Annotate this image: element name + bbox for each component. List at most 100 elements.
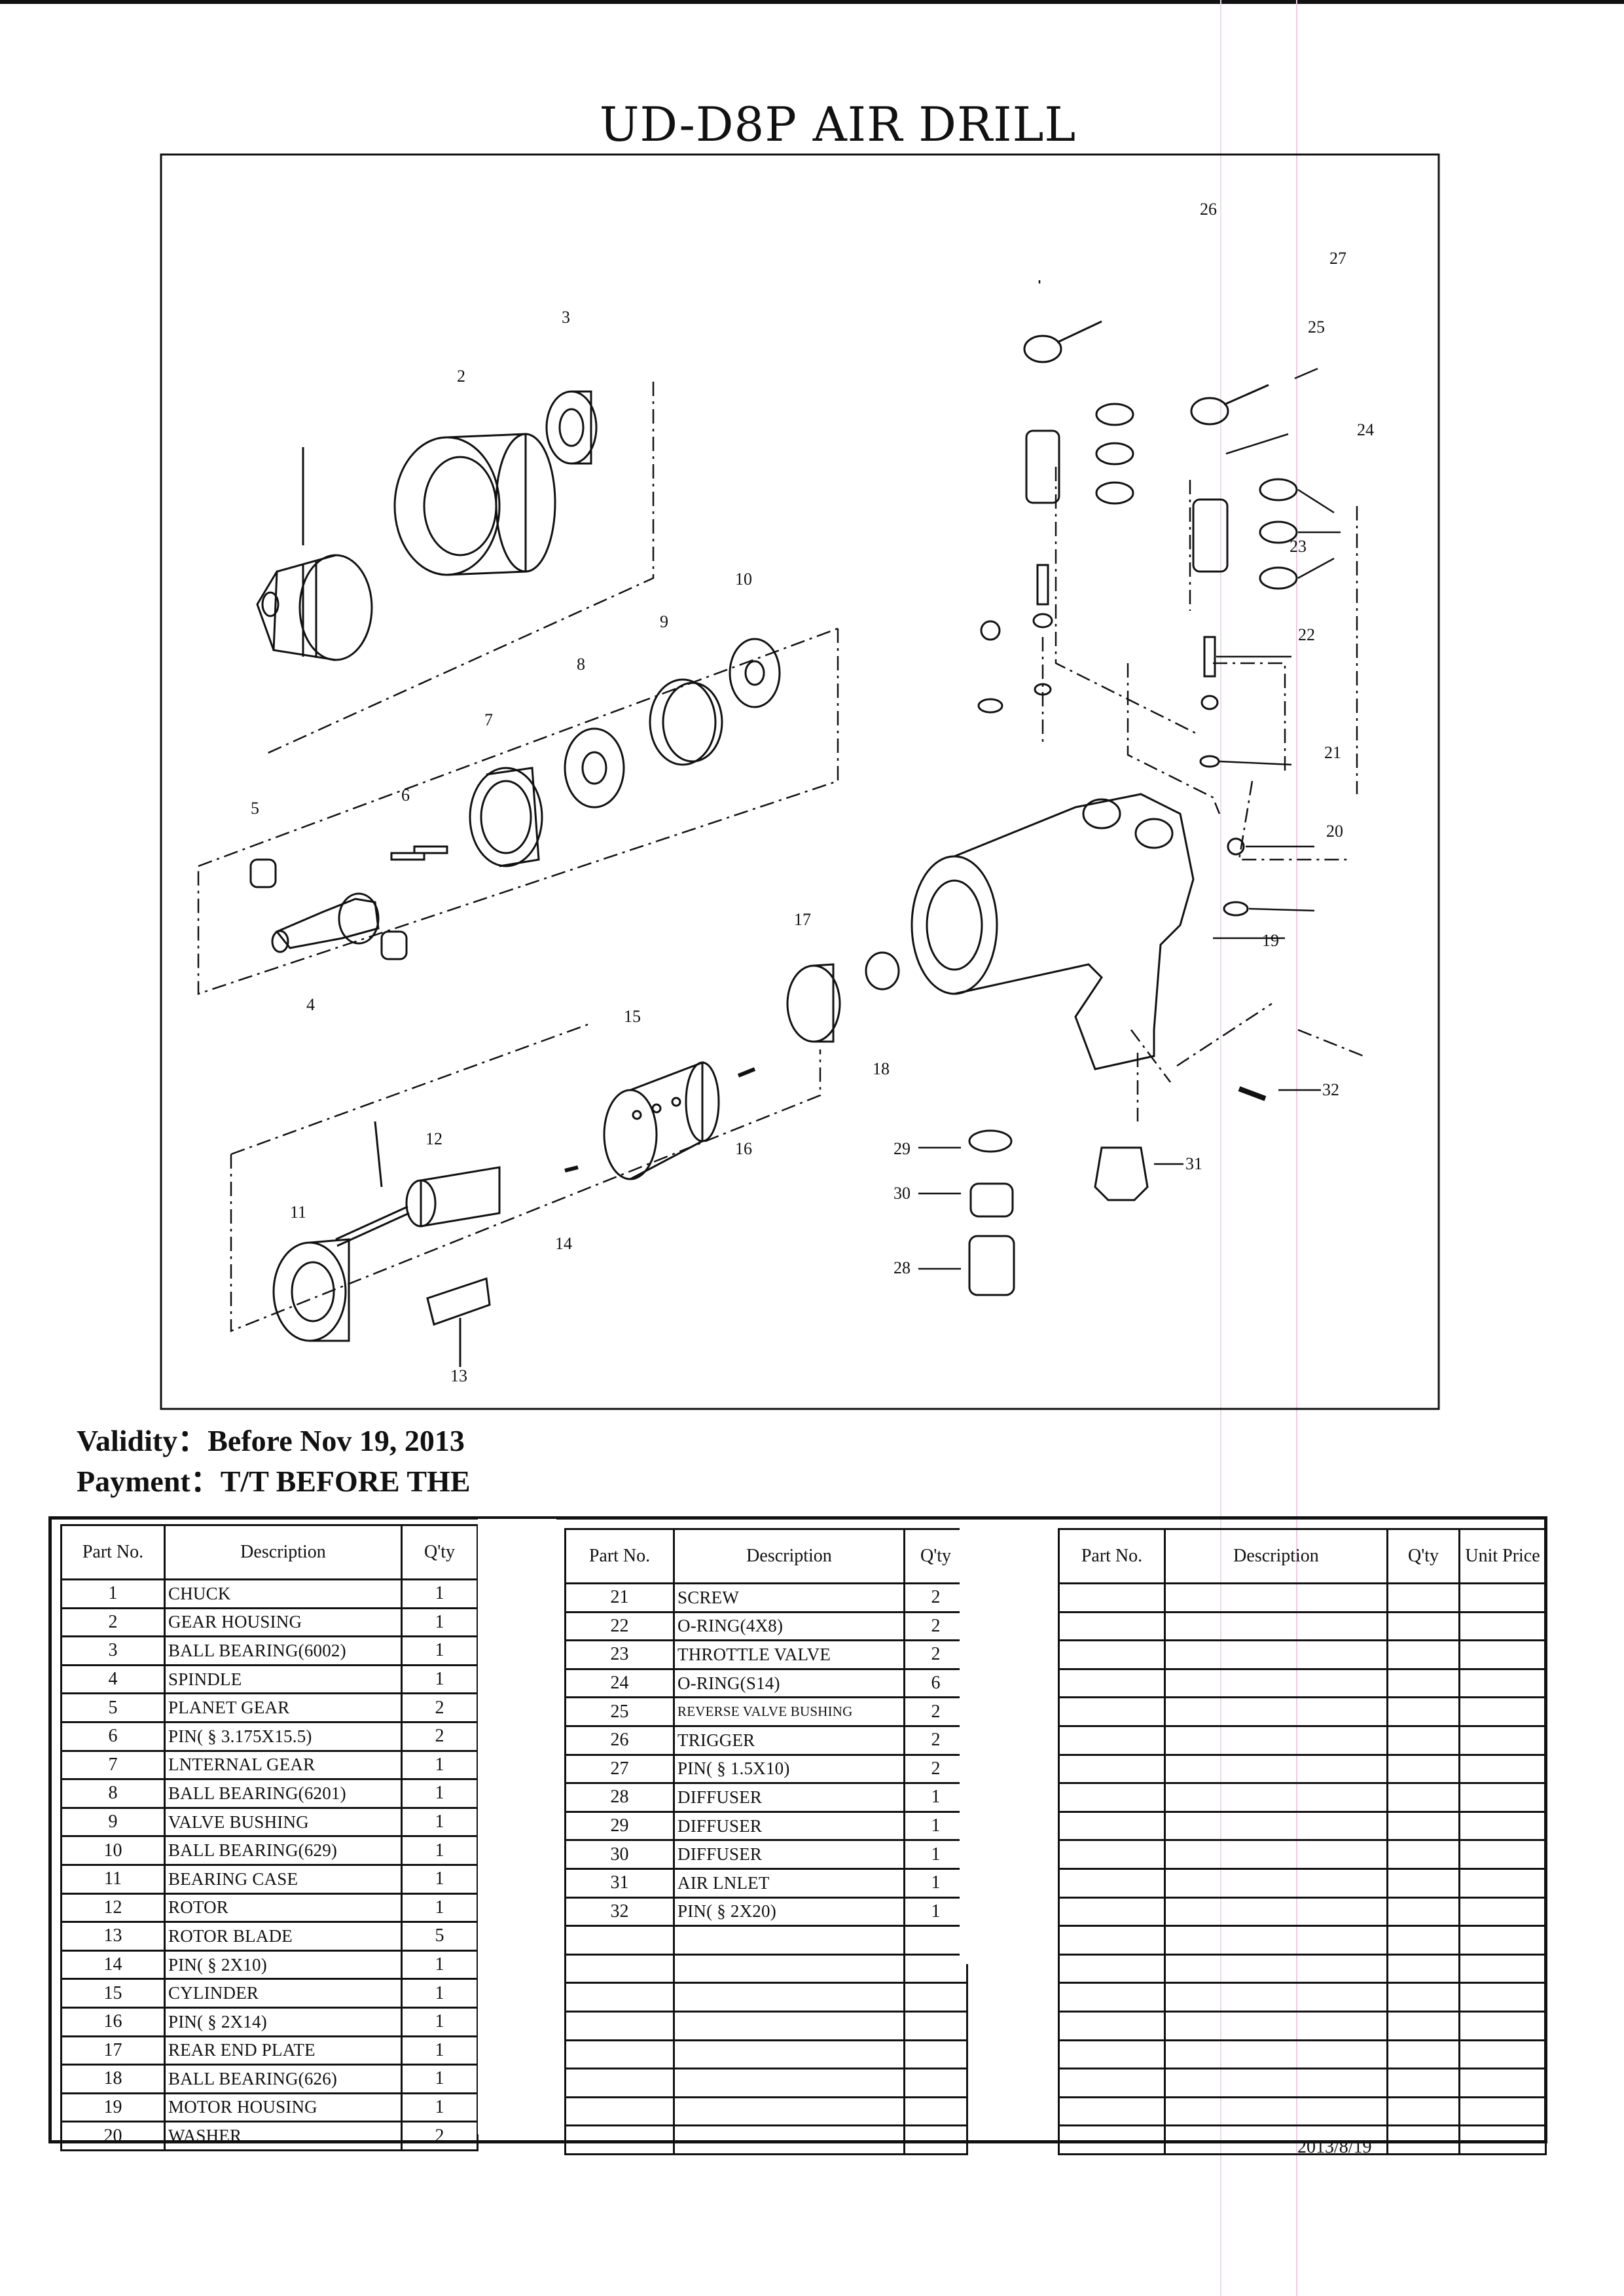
parts-table-empty: Part No. Description Q'ty Unit Price [1058, 1528, 1547, 2155]
callout-4: 4 [306, 995, 315, 1014]
cell-description: VALVE BUSHING [164, 1806, 403, 1838]
cell-part-no [1058, 1724, 1166, 1756]
cell-description [1164, 2010, 1388, 2041]
cell-price [1458, 1724, 1547, 1756]
cell-price [1458, 1839, 1547, 1870]
table-header-row: Part No. Description Q'ty [564, 1528, 968, 1584]
cell-description: AIR LNLET [673, 1867, 905, 1899]
cell-qty: 1 [401, 1892, 478, 1923]
callout-12: 12 [425, 1129, 442, 1148]
part-valve-stack-left [1023, 320, 1134, 696]
cell-part-no [564, 2039, 675, 2070]
cell-qty [1386, 1953, 1460, 1984]
cell-part-no: 15 [60, 1978, 166, 2009]
cell-part-no [564, 2010, 675, 2041]
cell-qty: 5 [401, 1921, 478, 1952]
cell-qty: 1 [401, 1607, 478, 1638]
callout-11: 11 [290, 1203, 306, 1222]
cell-description [673, 2096, 905, 2127]
cell-description: BEARING CASE [164, 1863, 403, 1895]
cell-qty: 1 [401, 1835, 478, 1866]
callout-21: 21 [1324, 743, 1341, 762]
cell-part-no: 1 [60, 1578, 166, 1609]
cell-qty: 1 [903, 1782, 968, 1813]
document-date: 2013/8/19 [1297, 2137, 1372, 2157]
cell-description: CYLINDER [164, 1978, 403, 2009]
cell-qty: 1 [903, 1839, 968, 1870]
cell-description: PIN( § 2x20) [673, 1896, 905, 1927]
cell-part-no [1058, 1639, 1166, 1670]
cell-description: CHUCK [164, 1578, 403, 1609]
cell-description: PIN( § 2x14) [164, 2006, 403, 2037]
part-ball-bearing-8 [564, 727, 625, 809]
cell-price [1458, 2010, 1547, 2041]
cell-qty: 1 [401, 1806, 478, 1838]
callout-3: 3 [562, 308, 570, 327]
part-valve-stack-right [1190, 384, 1298, 917]
cell-qty: 2 [903, 1639, 968, 1670]
callout-labels: 26 27 25 24 23 22 21 20 19 32 31 29 30 2… [251, 200, 1374, 1385]
cell-description [1164, 1667, 1388, 1699]
part-air-inlet [1094, 1146, 1149, 1201]
table-row [1058, 1724, 1547, 1756]
cell-part-no [1058, 2124, 1166, 2155]
cell-part-no [564, 1982, 675, 2013]
cell-part-no: 18 [60, 2064, 166, 2094]
cell-part-no [1058, 1925, 1166, 1956]
page-title: UD-D8P AIR DRILL [599, 97, 1077, 152]
cell-description [673, 1953, 905, 1984]
cell-qty [903, 2124, 968, 2155]
cell-qty: 1 [401, 1635, 478, 1666]
cell-part-no [564, 2096, 675, 2127]
table-row [1058, 1982, 1547, 2013]
cell-part-no [1058, 1753, 1166, 1785]
cell-part-no: 16 [60, 2006, 166, 2037]
cell-qty: 1 [401, 1978, 478, 2009]
cell-part-no: 12 [60, 1892, 166, 1923]
cell-description [1164, 1925, 1388, 1956]
cell-description [1164, 1582, 1388, 1613]
col-header-qty: Q'ty [903, 1528, 968, 1584]
callout-14: 14 [555, 1234, 572, 1253]
cell-description: WASHER [164, 2121, 403, 2151]
cell-qty [903, 2039, 968, 2070]
table-row [1058, 1696, 1547, 1727]
scan-artifact-line [1296, 0, 1297, 2296]
cell-qty [903, 1953, 968, 1984]
cell-qty: 1 [401, 1778, 478, 1809]
cell-description: BALL BEARING(6002) [164, 1635, 403, 1666]
part-valve-bushing [649, 678, 723, 766]
table-row [1058, 1810, 1547, 1842]
table-row [1058, 1867, 1547, 1899]
exploded-view-diagram: 26 27 25 24 23 22 21 20 19 32 31 29 30 2… [159, 153, 1441, 1411]
cell-qty: 2 [401, 2121, 478, 2151]
cell-description [1164, 1753, 1388, 1785]
cell-part-no: 5 [60, 1692, 166, 1723]
col-header-part-no: Part No. [1058, 1528, 1166, 1584]
cell-description: PIN( § 2x10) [164, 1949, 403, 1980]
cell-part-no [1058, 1582, 1166, 1613]
validity-label: Validity： [77, 1424, 208, 1457]
cell-part-no: 29 [564, 1810, 675, 1842]
part-chuck [256, 447, 373, 661]
callout-25: 25 [1308, 318, 1325, 337]
callout-5: 5 [251, 799, 259, 818]
leader-lines [918, 280, 1341, 1270]
cell-part-no [1058, 1953, 1166, 1984]
cell-description [673, 1925, 905, 1956]
validity-line: Validity：Before Nov 19, 2013 [77, 1417, 465, 1460]
